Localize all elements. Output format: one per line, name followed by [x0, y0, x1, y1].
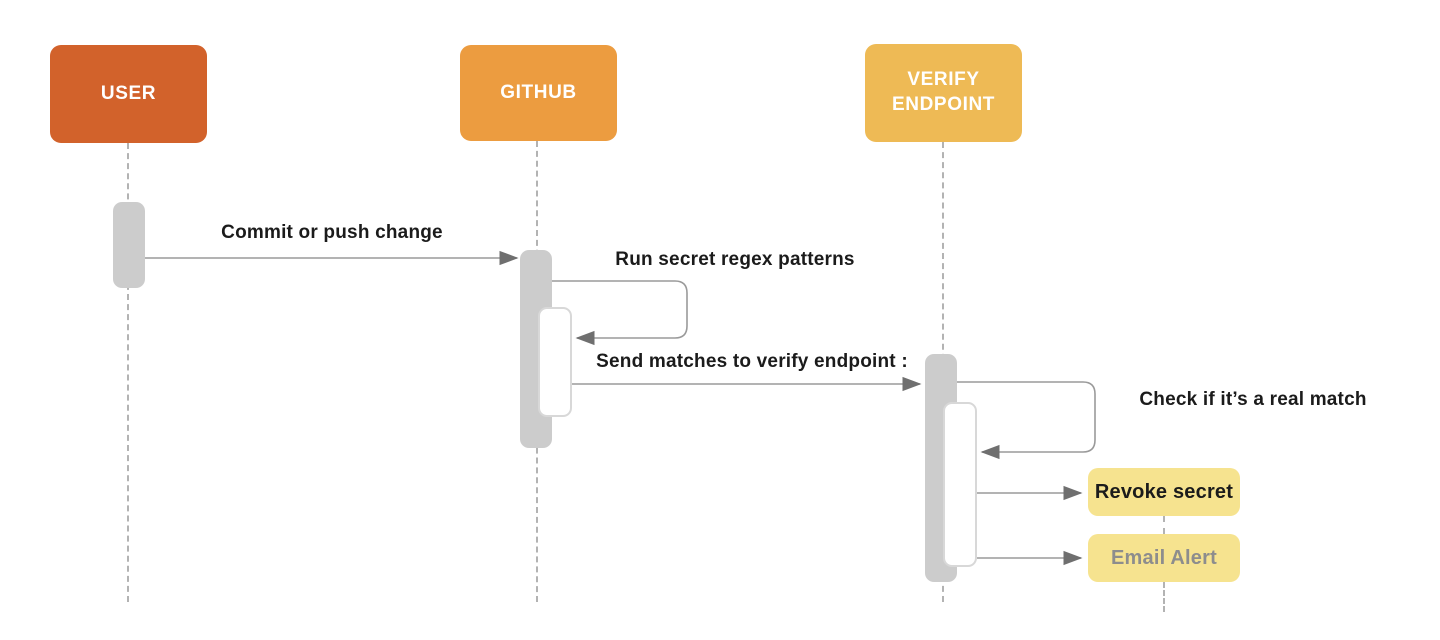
note-email-alert: Email Alert	[1088, 534, 1240, 582]
actor-label-user: USER	[100, 82, 157, 104]
message-label-run-regex: Run secret regex patterns	[615, 249, 855, 270]
self-loop-check-match	[957, 381, 1096, 460]
actor-box-github: GITHUB	[460, 45, 617, 141]
activation-bar-user	[113, 202, 145, 288]
note-revoke-secret: Revoke secret	[1088, 468, 1240, 516]
actor-box-verify-endpoint: VERIFY ENDPOINT	[865, 44, 1022, 142]
actor-label-github: GITHUB	[500, 81, 577, 103]
actor-box-user: USER	[50, 45, 207, 143]
lifeline-user	[127, 143, 129, 602]
message-label-commit: Commit or push change	[221, 222, 443, 243]
note-revoke-secret-label: Revoke secret	[1094, 480, 1234, 503]
lifeline-notes-gap	[1163, 516, 1165, 534]
lifeline-notes-below	[1163, 582, 1165, 612]
self-loop-run-regex	[552, 280, 688, 346]
message-label-send-matches: Send matches to verify endpoint :	[596, 351, 908, 372]
note-email-alert-label: Email Alert	[1111, 546, 1217, 569]
message-label-check-match: Check if it’s a real match	[1139, 389, 1367, 410]
actor-label-verify-endpoint: VERIFY ENDPOINT	[892, 69, 995, 115]
nested-activation-bar-verify	[943, 402, 977, 567]
